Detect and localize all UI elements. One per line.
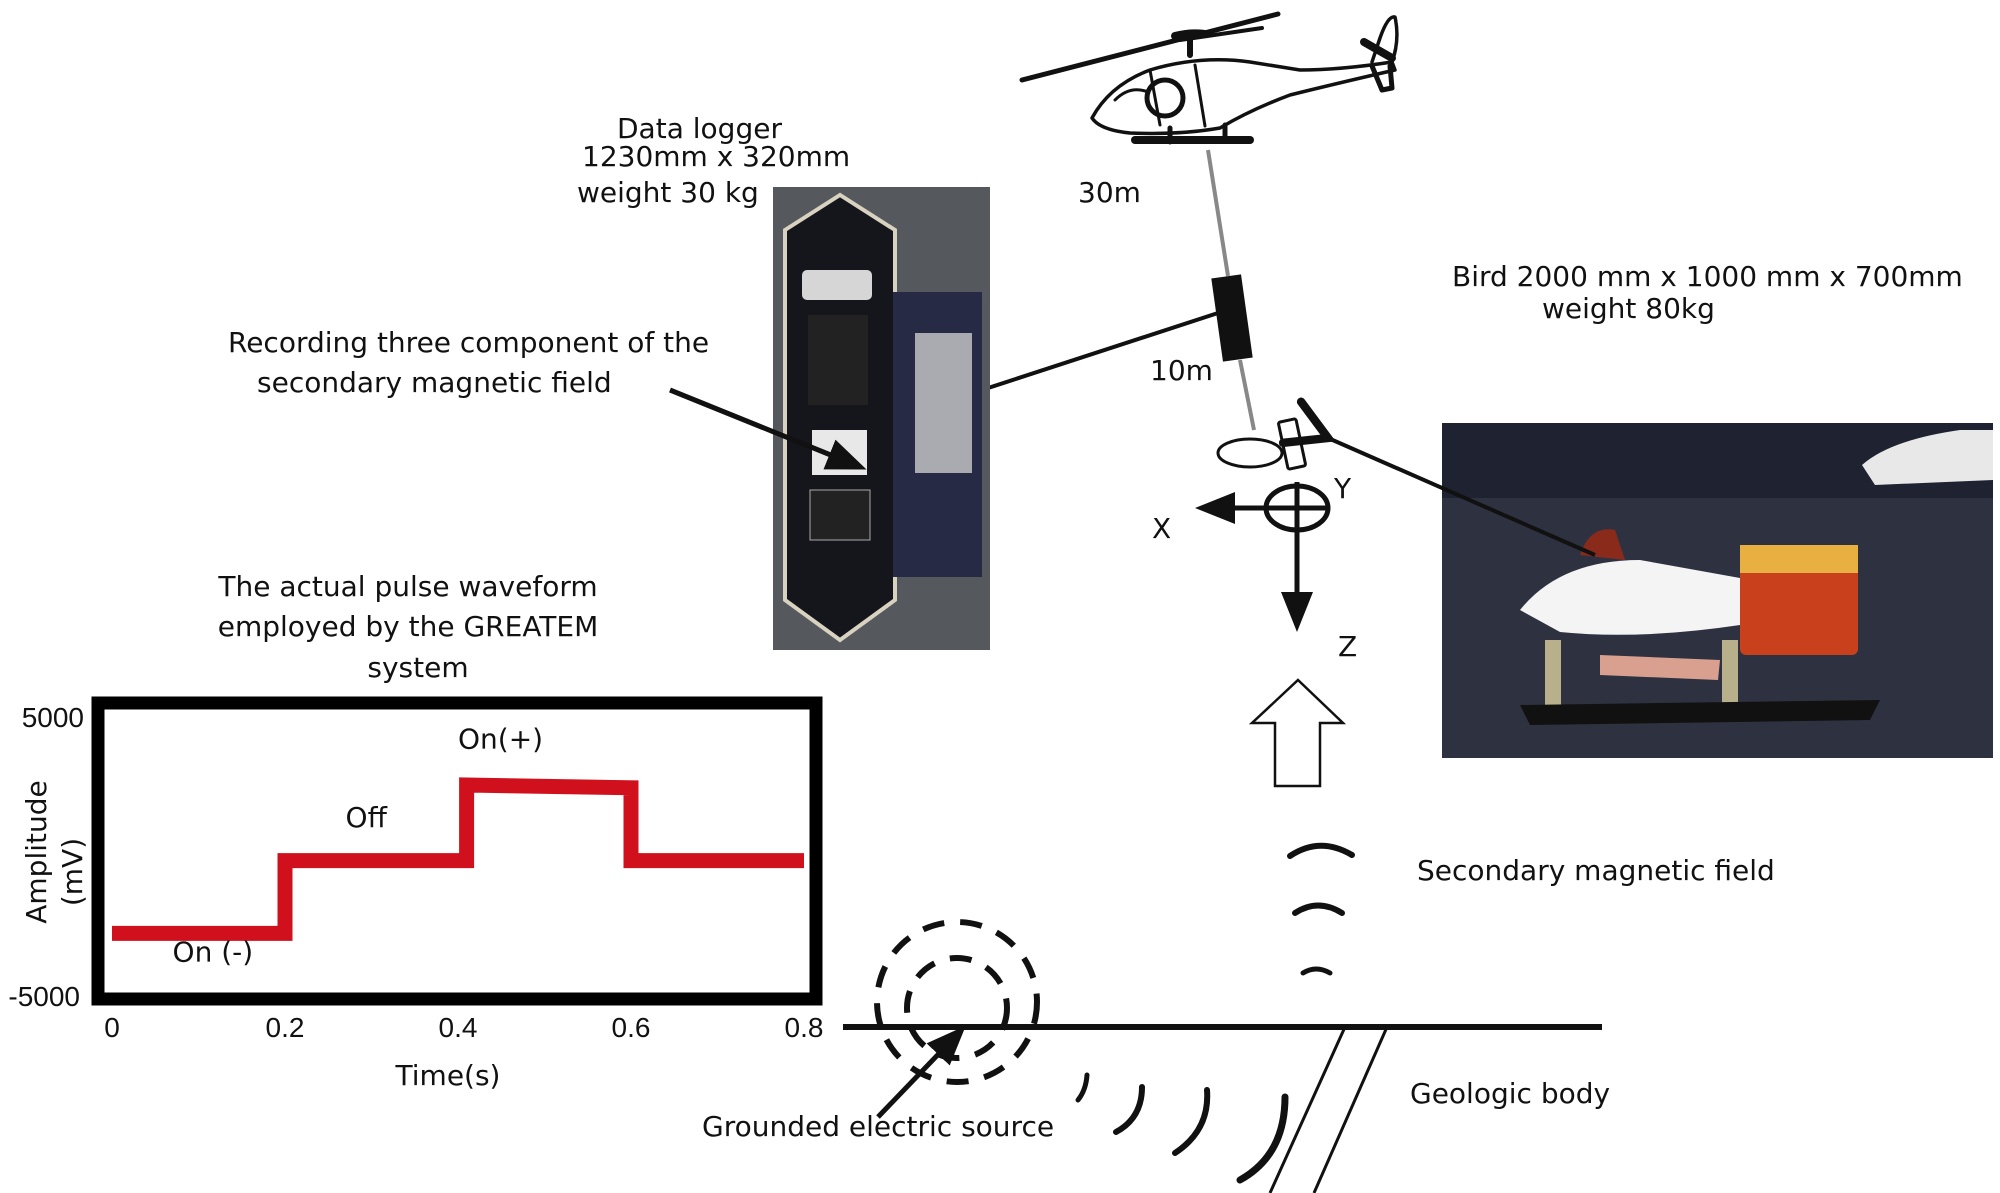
- bird-sensor-icon: [1216, 417, 1307, 471]
- axis-z-label: Z: [1338, 630, 1357, 663]
- bird-photo: [1442, 423, 1993, 758]
- tow-cable: [1206, 149, 1230, 277]
- x-tick-label: 0.6: [612, 1012, 651, 1043]
- x-tick-label: 0.8: [785, 1012, 824, 1043]
- chart-caption-line1: The actual pulse waveform: [217, 570, 597, 603]
- recording-label-line1: Recording three component of the: [228, 326, 709, 359]
- recording-pointer-arrow: [669, 387, 867, 470]
- induced-current-waves: [1075, 1072, 1289, 1184]
- y-tick-top: 5000: [22, 702, 84, 733]
- y-tick-bottom: -5000: [8, 981, 80, 1012]
- x-tick-label: 0.4: [439, 1012, 478, 1043]
- bird-size-label: Bird 2000 mm x 1000 mm x 700mm: [1452, 260, 1963, 293]
- coordinate-axes-icon: [1195, 482, 1331, 632]
- secondary-field-up-arrow: [1248, 678, 1347, 788]
- secondary-field-label: Secondary magnetic field: [1417, 854, 1775, 887]
- geologic-body: [1268, 1026, 1389, 1193]
- axis-y-label: Y: [1333, 472, 1352, 505]
- chart-caption-line3: system: [367, 651, 468, 684]
- cable-upper-length: 30m: [1078, 176, 1141, 209]
- secondary-field-waves: [1287, 842, 1355, 976]
- grounded-source-icon: [874, 919, 1040, 1085]
- geologic-body-label: Geologic body: [1410, 1077, 1610, 1110]
- data-logger-title: Data logger: [617, 112, 782, 145]
- grounded-source-label: Grounded electric source: [702, 1110, 1054, 1143]
- y-axis-title-line2: (mV): [56, 838, 89, 906]
- y-axis-title-line1: Amplitude: [20, 780, 53, 924]
- tow-cable-lower: [1238, 359, 1256, 431]
- x-tick-label: 0.2: [266, 1012, 305, 1043]
- logger-pointer-arrow: [933, 311, 1219, 428]
- chart-caption-line2: employed by the GREATEM: [218, 610, 599, 643]
- waveform-series-line: [112, 777, 804, 941]
- chart-frame: [91, 696, 823, 1006]
- bird-weight-label: weight 80kg: [1542, 292, 1715, 325]
- axis-x-label: X: [1152, 512, 1171, 545]
- recording-label-line2: secondary magnetic field: [257, 366, 612, 399]
- grounded-source-pointer: [876, 1025, 966, 1119]
- x-axis-title: Time(s): [395, 1059, 501, 1092]
- cable-data-logger-pod: [1211, 274, 1253, 362]
- waveform-annotation-1: Off: [346, 801, 388, 834]
- data-logger-photo: [773, 187, 990, 650]
- waveform-annotation-2: On(+): [458, 723, 543, 756]
- helicopter-icon: [1019, 11, 1399, 145]
- x-tick-label: 0: [104, 1012, 120, 1043]
- waveform-annotation-0: On (-): [173, 935, 254, 968]
- bird-pointer-arrow: [1278, 397, 1596, 557]
- waveform-chart: The actual pulse waveform employed by th…: [8, 570, 823, 1092]
- cable-lower-length: 10m: [1150, 354, 1213, 387]
- data-logger-size: 1230mm x 320mm: [582, 140, 850, 173]
- data-logger-weight: weight 30 kg: [577, 176, 759, 209]
